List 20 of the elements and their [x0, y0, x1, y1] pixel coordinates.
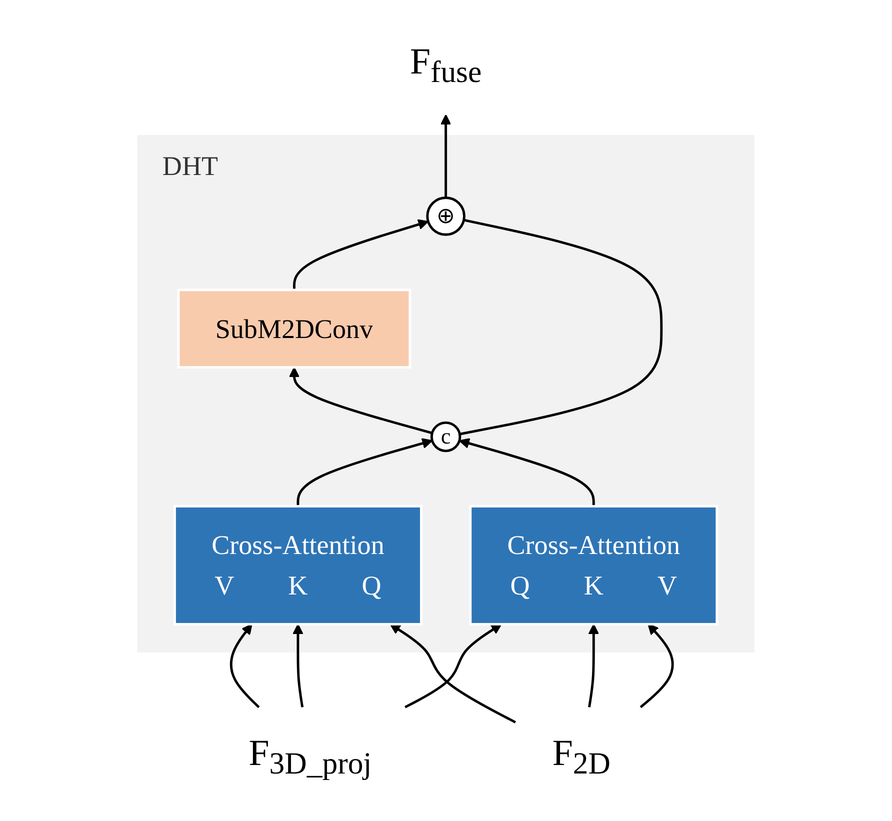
- node-box: Cross-Attention V K Q: [174, 504, 423, 625]
- node-box: SubM2DConv: [177, 288, 412, 368]
- node-text: F$_{3D_proj}$: [248, 732, 372, 780]
- arrow: [293, 218, 429, 290]
- arrow: [390, 623, 516, 723]
- arrow: [292, 623, 304, 707]
- node-text: F$_{2D}$: [552, 732, 611, 780]
- arrow: [588, 623, 600, 707]
- arrow: [230, 623, 260, 708]
- connector: [460, 218, 663, 435]
- arrow: [440, 114, 452, 198]
- arrow: [640, 623, 674, 708]
- node-circle: c: [430, 420, 462, 452]
- arrow: [289, 366, 433, 434]
- arrow: [459, 438, 596, 506]
- node-text: F$_{fuse}$: [410, 41, 482, 90]
- node-box: Cross-Attention Q K V: [469, 504, 718, 625]
- arrow: [404, 623, 502, 708]
- node-circle: ⊕: [426, 196, 466, 236]
- arrow: [296, 438, 433, 506]
